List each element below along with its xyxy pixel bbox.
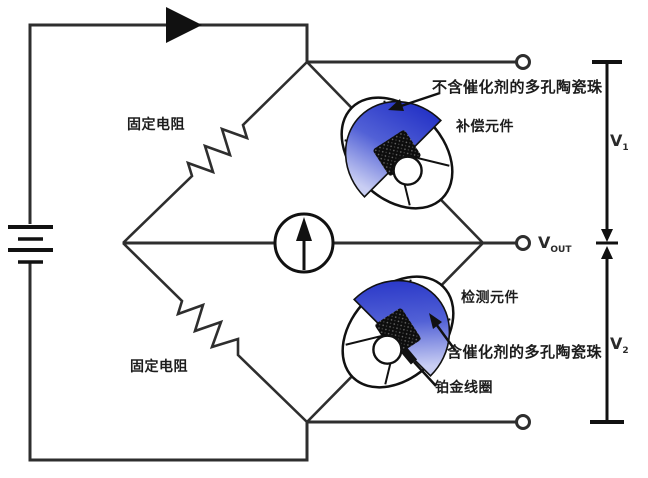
fixed-resistor-top-label: 固定电阻 (127, 117, 185, 133)
v1-sub: 1 (622, 143, 629, 154)
sensor-bead-circle (392, 155, 423, 186)
v2-dimension-line (590, 246, 624, 424)
v1-main: V (610, 131, 623, 150)
meter-needle-arrow (296, 217, 312, 241)
compensation-sensor (340, 96, 454, 210)
sensor-bead-circle (372, 334, 403, 365)
bead-without-catalyst-label: 不含催化剂的多孔陶瓷珠 (432, 78, 603, 96)
compensation-element-label: 补偿元件 (456, 119, 514, 135)
v1-dimension-line (592, 60, 622, 245)
pointer-line-platinum-coil-thick (400, 347, 418, 365)
terminal-vout (515, 235, 531, 251)
detection-sensor (341, 275, 455, 389)
meter-icon (273, 212, 335, 274)
terminal-bottom (515, 414, 531, 430)
wire-bottom-loop (28, 262, 309, 462)
v2-sub: 2 (622, 346, 629, 357)
pointer-arrow-bead-without-catalyst (388, 99, 404, 111)
pointer-arrow-bead-with-catalyst (429, 313, 442, 329)
pointer-line-platinum-coil (413, 361, 437, 387)
fixed-resistor-bottom-label: 固定电阻 (130, 359, 188, 375)
v1-label: V1 (610, 133, 629, 153)
vout-sub: OUT (550, 245, 572, 256)
detection-element-label: 检测元件 (461, 290, 519, 306)
platinum-coil-label: 铂金线圈 (435, 380, 493, 396)
resistor-bottom-zigzag (122, 242, 308, 423)
resistor-top-zigzag (122, 61, 308, 244)
current-arrow-icon (166, 7, 202, 43)
v1-arrowhead (601, 229, 613, 242)
ceramic-bead-dome (344, 100, 442, 198)
terminal-top (515, 54, 531, 70)
v2-label: V2 (610, 336, 629, 356)
label-pointers (388, 91, 457, 387)
bead-with-catalyst-label: 含催化剂的多孔陶瓷珠 (447, 343, 603, 361)
v2-main: V (610, 334, 623, 353)
vout-main: V (538, 233, 551, 252)
vout-label: VOUT (538, 235, 572, 255)
battery-icon (8, 225, 53, 264)
